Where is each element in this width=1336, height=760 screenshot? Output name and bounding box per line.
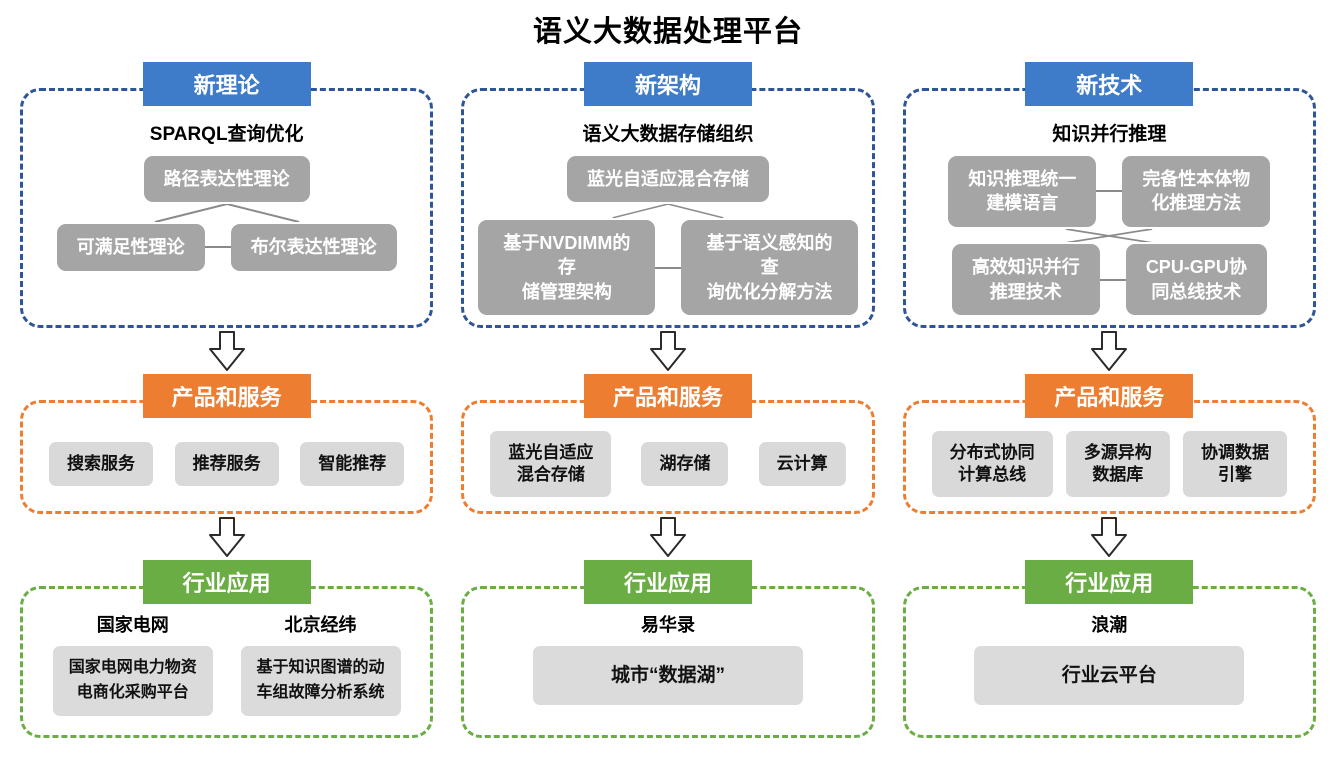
down-arrow-icon (649, 517, 686, 557)
box-emu-fault-analysis-system: 基于知识图谱的动 车组故障分析系统 (240, 646, 401, 716)
theory-apps-box: 国家电网 国家电网电力物资 电商化采购平台 北京经纬 基于知识图谱的动 车组故障… (20, 586, 434, 738)
box-recommendation-service: 推荐服务 (174, 441, 279, 487)
box-multi-source-heterogeneous-database: 多源异构 数据库 (1065, 430, 1170, 498)
theory-subtitle: SPARQL查询优化 (149, 124, 304, 145)
company-name-beijing-jingwei: 北京经纬 (284, 615, 357, 635)
box-efficient-parallel-knowledge-reasoning: 高效知识并行 推理技术 (951, 244, 1100, 315)
box-intelligent-recommendation: 智能推荐 (300, 441, 405, 487)
header-industry-apps-1: 行业应用 (142, 560, 311, 604)
company-name-inspur: 浪潮 (1091, 615, 1128, 635)
box-city-data-lake: 城市“数据湖” (532, 646, 803, 706)
page-title: 语义大数据处理平台 (532, 16, 803, 48)
box-satisfiability-theory: 可满足性理论 (56, 224, 205, 271)
down-arrow-icon (208, 517, 245, 557)
app-entry-ehualu: 易华录 城市“数据湖” (532, 611, 803, 706)
columns-row: 新理论 SPARQL查询优化 路径表达性理论 可满足性理论 布尔表达性理论 (0, 50, 1336, 738)
technology-subtitle: 知识并行推理 (1052, 124, 1167, 145)
connector-horizontal-line (655, 266, 682, 269)
box-nvdimm-storage-architecture: 基于NVDIMM的存 储管理架构 (478, 220, 656, 315)
technology-bottom-row: 高效知识并行 推理技术 CPU-GPU协 同总线技术 (920, 244, 1299, 315)
box-semantic-aware-query-optimization: 基于语义感知的查 询优化分解方法 (681, 220, 858, 315)
theory-research-box: SPARQL查询优化 路径表达性理论 可满足性理论 布尔表达性理论 (20, 88, 434, 328)
column-new-architecture: 新架构 语义大数据存储组织 蓝光自适应混合存储 基于NVDIMM的存 储管理架构… (461, 62, 875, 738)
technology-products-box: 分布式协同 计算总线 多源异构 数据库 协调数据 引擎 (902, 400, 1316, 514)
architecture-subtitle: 语义大数据存储组织 (582, 124, 754, 145)
connector-cross-lines (1066, 228, 1153, 243)
technology-applications-section: 行业应用 浪潮 行业云平台 (902, 560, 1316, 738)
theory-products-box: 搜索服务 推荐服务 智能推荐 (20, 400, 434, 514)
architecture-applications-section: 行业应用 易华录 城市“数据湖” (461, 560, 875, 738)
theory-research-section: 新理论 SPARQL查询优化 路径表达性理论 可满足性理论 布尔表达性理论 (20, 62, 434, 328)
app-entry-state-grid: 国家电网 国家电网电力物资 电商化采购平台 (52, 611, 213, 716)
technology-research-box: 知识并行推理 知识推理统一 建模语言 完备性本体物 化推理方法 高效知识并行 推… (902, 88, 1316, 328)
technology-research-section: 新技术 知识并行推理 知识推理统一 建模语言 完备性本体物 化推理方法 高效知识… (902, 62, 1316, 328)
header-new-technology: 新技术 (1025, 62, 1194, 106)
down-arrow-icon (1091, 517, 1128, 557)
connector-horizontal-line (1099, 278, 1126, 281)
header-products-services-1: 产品和服务 (142, 374, 311, 418)
box-complete-ontology-materialization-reasoning: 完备性本体物 化推理方法 (1122, 156, 1271, 227)
box-search-service: 搜索服务 (49, 441, 153, 487)
box-cpu-gpu-co-bus-technology: CPU-GPU协 同总线技术 (1125, 244, 1267, 315)
company-name-ehualu: 易华录 (640, 615, 695, 635)
theory-top-row: 路径表达性理论 (37, 156, 416, 203)
down-arrow-icon (208, 331, 245, 371)
box-cloud-computing: 云计算 (758, 441, 846, 487)
technology-apps-box: 浪潮 行业云平台 (902, 586, 1316, 738)
technology-top-row: 知识推理统一 建模语言 完备性本体物 化推理方法 (920, 156, 1299, 227)
company-name-state-grid: 国家电网 (96, 615, 169, 635)
box-path-expressiveness-theory: 路径表达性理论 (143, 156, 310, 203)
architecture-research-section: 新架构 语义大数据存储组织 蓝光自适应混合存储 基于NVDIMM的存 储管理架构… (461, 62, 875, 328)
box-knowledge-reasoning-modeling-language: 知识推理统一 建模语言 (948, 156, 1097, 227)
connector-horizontal-line (204, 246, 231, 249)
box-lake-storage: 湖存储 (641, 441, 729, 487)
architecture-apps-box: 易华录 城市“数据湖” (461, 586, 875, 738)
header-products-services-3: 产品和服务 (1025, 374, 1194, 418)
theory-products-section: 产品和服务 搜索服务 推荐服务 智能推荐 (20, 374, 434, 514)
app-entry-beijing-jingwei: 北京经纬 基于知识图谱的动 车组故障分析系统 (240, 611, 401, 716)
box-state-grid-procurement-platform: 国家电网电力物资 电商化采购平台 (52, 646, 213, 716)
column-new-technology: 新技术 知识并行推理 知识推理统一 建模语言 完备性本体物 化推理方法 高效知识… (902, 62, 1316, 738)
header-industry-apps-2: 行业应用 (583, 560, 752, 604)
header-products-services-2: 产品和服务 (583, 374, 752, 418)
connector-v-lines (612, 204, 724, 219)
down-arrow-icon (1091, 331, 1128, 371)
architecture-top-row: 蓝光自适应混合存储 (478, 156, 857, 203)
down-arrow-icon (649, 331, 686, 371)
connector-horizontal-line (1096, 190, 1123, 193)
technology-products-section: 产品和服务 分布式协同 计算总线 多源异构 数据库 协调数据 引擎 (902, 374, 1316, 514)
architecture-products-section: 产品和服务 蓝光自适应 混合存储 湖存储 云计算 (461, 374, 875, 514)
box-bluray-adaptive-hybrid-storage: 蓝光自适应混合存储 (566, 156, 769, 203)
box-boolean-expressiveness-theory: 布尔表达性理论 (230, 224, 397, 271)
column-new-theory: 新理论 SPARQL查询优化 路径表达性理论 可满足性理论 布尔表达性理论 (20, 62, 434, 738)
architecture-bottom-row: 基于NVDIMM的存 储管理架构 基于语义感知的查 询优化分解方法 (478, 220, 858, 315)
box-industry-cloud-platform: 行业云平台 (974, 646, 1245, 706)
header-new-architecture: 新架构 (583, 62, 752, 106)
header-new-theory: 新理论 (142, 62, 311, 106)
box-distributed-collaborative-computing-bus: 分布式协同 计算总线 (931, 430, 1053, 498)
theory-bottom-row: 可满足性理论 布尔表达性理论 (37, 224, 416, 271)
box-bluray-hybrid-storage-product: 蓝光自适应 混合存储 (490, 430, 612, 498)
box-coordinated-data-engine: 协调数据 引擎 (1182, 430, 1287, 498)
theory-applications-section: 行业应用 国家电网 国家电网电力物资 电商化采购平台 北京经纬 基于知识图谱的动… (20, 560, 434, 738)
architecture-research-box: 语义大数据存储组织 蓝光自适应混合存储 基于NVDIMM的存 储管理架构 基于语… (461, 88, 875, 328)
app-entry-inspur: 浪潮 行业云平台 (974, 611, 1245, 706)
header-industry-apps-3: 行业应用 (1025, 560, 1194, 604)
connector-v-lines (154, 204, 299, 223)
